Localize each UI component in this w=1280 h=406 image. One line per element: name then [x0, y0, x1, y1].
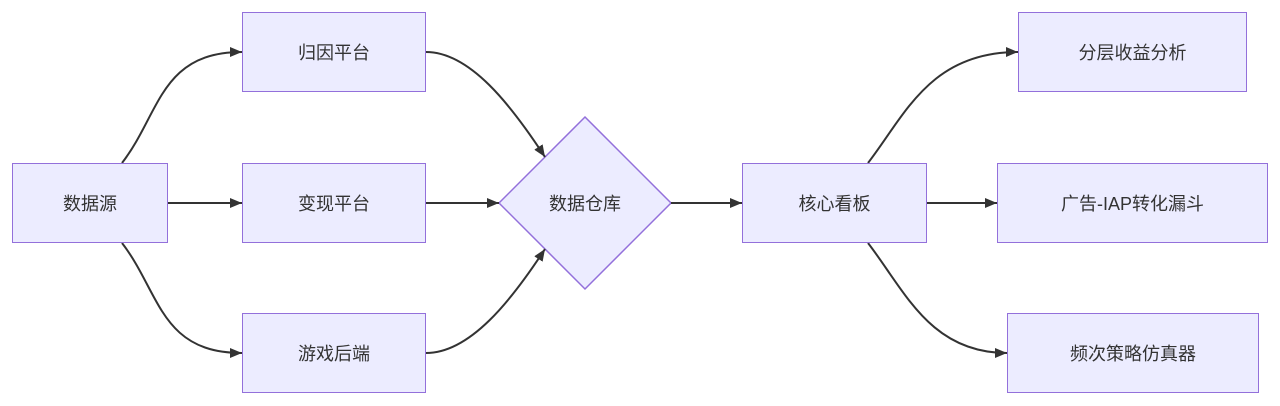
edge-dashboard-analysis — [867, 47, 1019, 164]
node-analysis-label: 分层收益分析 — [1078, 43, 1187, 63]
node-attribution: 归因平台 — [242, 12, 426, 92]
node-analysis: 分层收益分析 — [1018, 12, 1247, 92]
node-monetization: 变现平台 — [242, 163, 426, 243]
edge-attribution-warehouse — [425, 51, 546, 158]
edge-dashboard-simulator — [867, 242, 1008, 358]
edge-datasource-backend — [121, 242, 243, 358]
node-datasource-label: 数据源 — [63, 194, 117, 214]
node-attribution-label: 归因平台 — [298, 43, 370, 63]
node-funnel-label: 广告-IAP转化漏斗 — [1060, 194, 1204, 214]
node-datasource: 数据源 — [12, 163, 168, 243]
node-funnel: 广告-IAP转化漏斗 — [997, 163, 1268, 243]
node-monetization-label: 变现平台 — [298, 194, 370, 214]
node-dashboard-label: 核心看板 — [798, 194, 871, 214]
edge-datasource-attribution — [121, 47, 243, 164]
node-dashboard: 核心看板 — [742, 163, 927, 243]
node-backend-label: 游戏后端 — [298, 344, 370, 364]
node-simulator: 频次策略仿真器 — [1007, 313, 1259, 393]
edge-backend-warehouse — [425, 248, 546, 354]
node-backend: 游戏后端 — [242, 313, 426, 393]
node-simulator-label: 频次策略仿真器 — [1070, 344, 1196, 364]
node-warehouse-shape — [497, 115, 673, 291]
